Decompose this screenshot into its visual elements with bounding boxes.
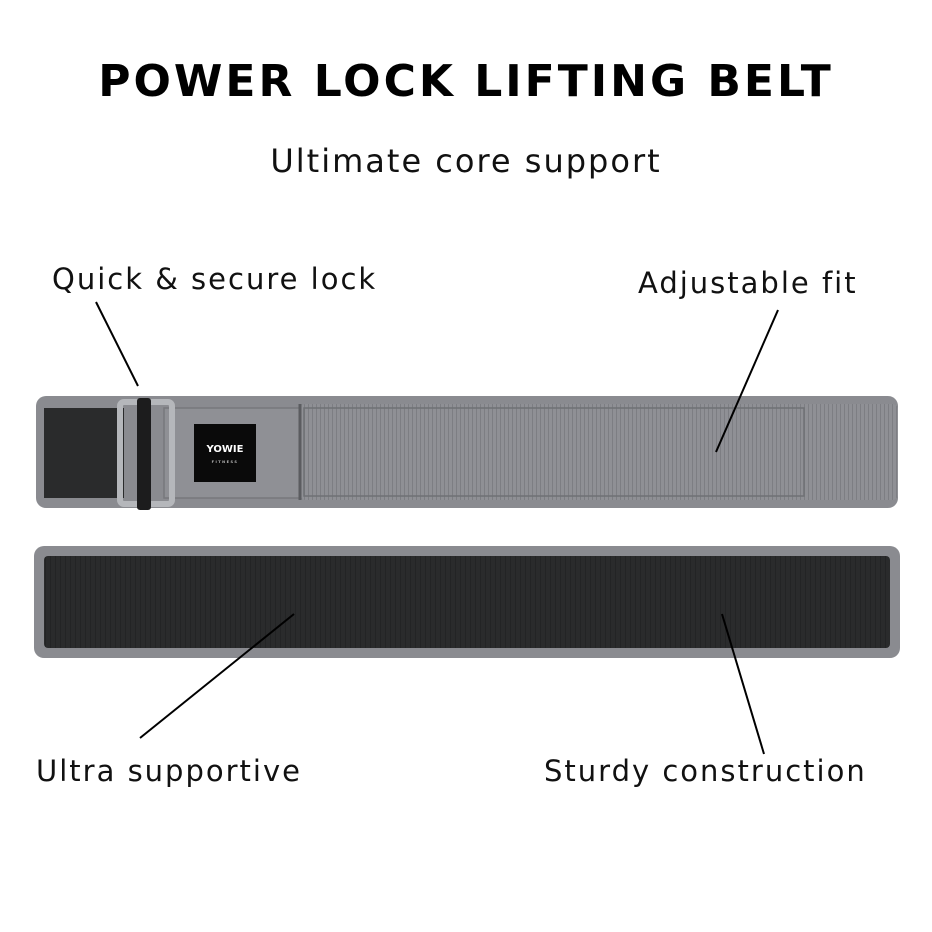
belt-buckle: [117, 398, 175, 510]
belt-inner-view: [34, 546, 900, 658]
logo-brand-text: YOWIE: [206, 444, 244, 455]
buckle-bar: [137, 398, 151, 510]
logo-tagline-text: FITNESS: [212, 460, 239, 464]
callout-adjustable-fit: Adjustable fit: [638, 266, 858, 300]
leader-line-fit: [715, 309, 779, 453]
callout-ultra-supportive: Ultra supportive: [36, 754, 302, 788]
belt-strap-webbing: [300, 404, 898, 500]
callout-quick-secure-lock: Quick & secure lock: [52, 262, 378, 296]
belt-inner-lining: [44, 556, 890, 648]
leader-line-sturdy: [721, 613, 765, 755]
page-title: POWER LOCK LIFTING BELT: [98, 56, 834, 107]
belt-strap-stitching: [303, 407, 805, 497]
leader-line-supportive: [139, 613, 295, 739]
callout-sturdy-construction: Sturdy construction: [544, 754, 867, 788]
brand-logo-patch: YOWIE FITNESS: [194, 424, 256, 482]
leader-line-lock: [95, 301, 139, 387]
belt-front-view: YOWIE FITNESS: [36, 396, 898, 510]
page-subtitle: Ultimate core support: [270, 142, 662, 180]
logo-background: [194, 424, 256, 482]
belt-front-inner-lining: [44, 408, 124, 498]
